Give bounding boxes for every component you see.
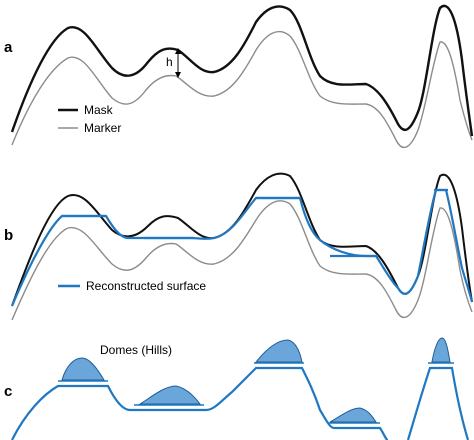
dome-1: [61, 357, 105, 381]
dome-3: [254, 339, 303, 363]
h-arrow-top: [175, 48, 181, 54]
panel-letter-b: b: [4, 227, 13, 244]
h-arrow-bottom: [175, 72, 181, 78]
panel-letter-c: c: [4, 383, 12, 400]
marker-curve-b: [11, 200, 473, 321]
marker-curve-a: [11, 31, 473, 149]
legend-marker-label: Marker: [84, 121, 121, 135]
reconstructed-curve-b: [10, 188, 474, 307]
dome-5: [431, 337, 451, 363]
mask-curve-b: [11, 172, 473, 307]
domes-label: Domes (Hills): [100, 343, 172, 357]
h-label: h: [166, 55, 173, 69]
dome-4: [329, 407, 377, 423]
legend-reconstructed-label: Reconstructed surface: [86, 279, 206, 293]
panel-letter-a: a: [4, 39, 13, 56]
mask-curve-a: [10, 4, 474, 137]
legend-mask-label: Mask: [84, 103, 114, 117]
reconstructed-curve-c: [11, 366, 470, 440]
dome-2: [138, 385, 202, 405]
